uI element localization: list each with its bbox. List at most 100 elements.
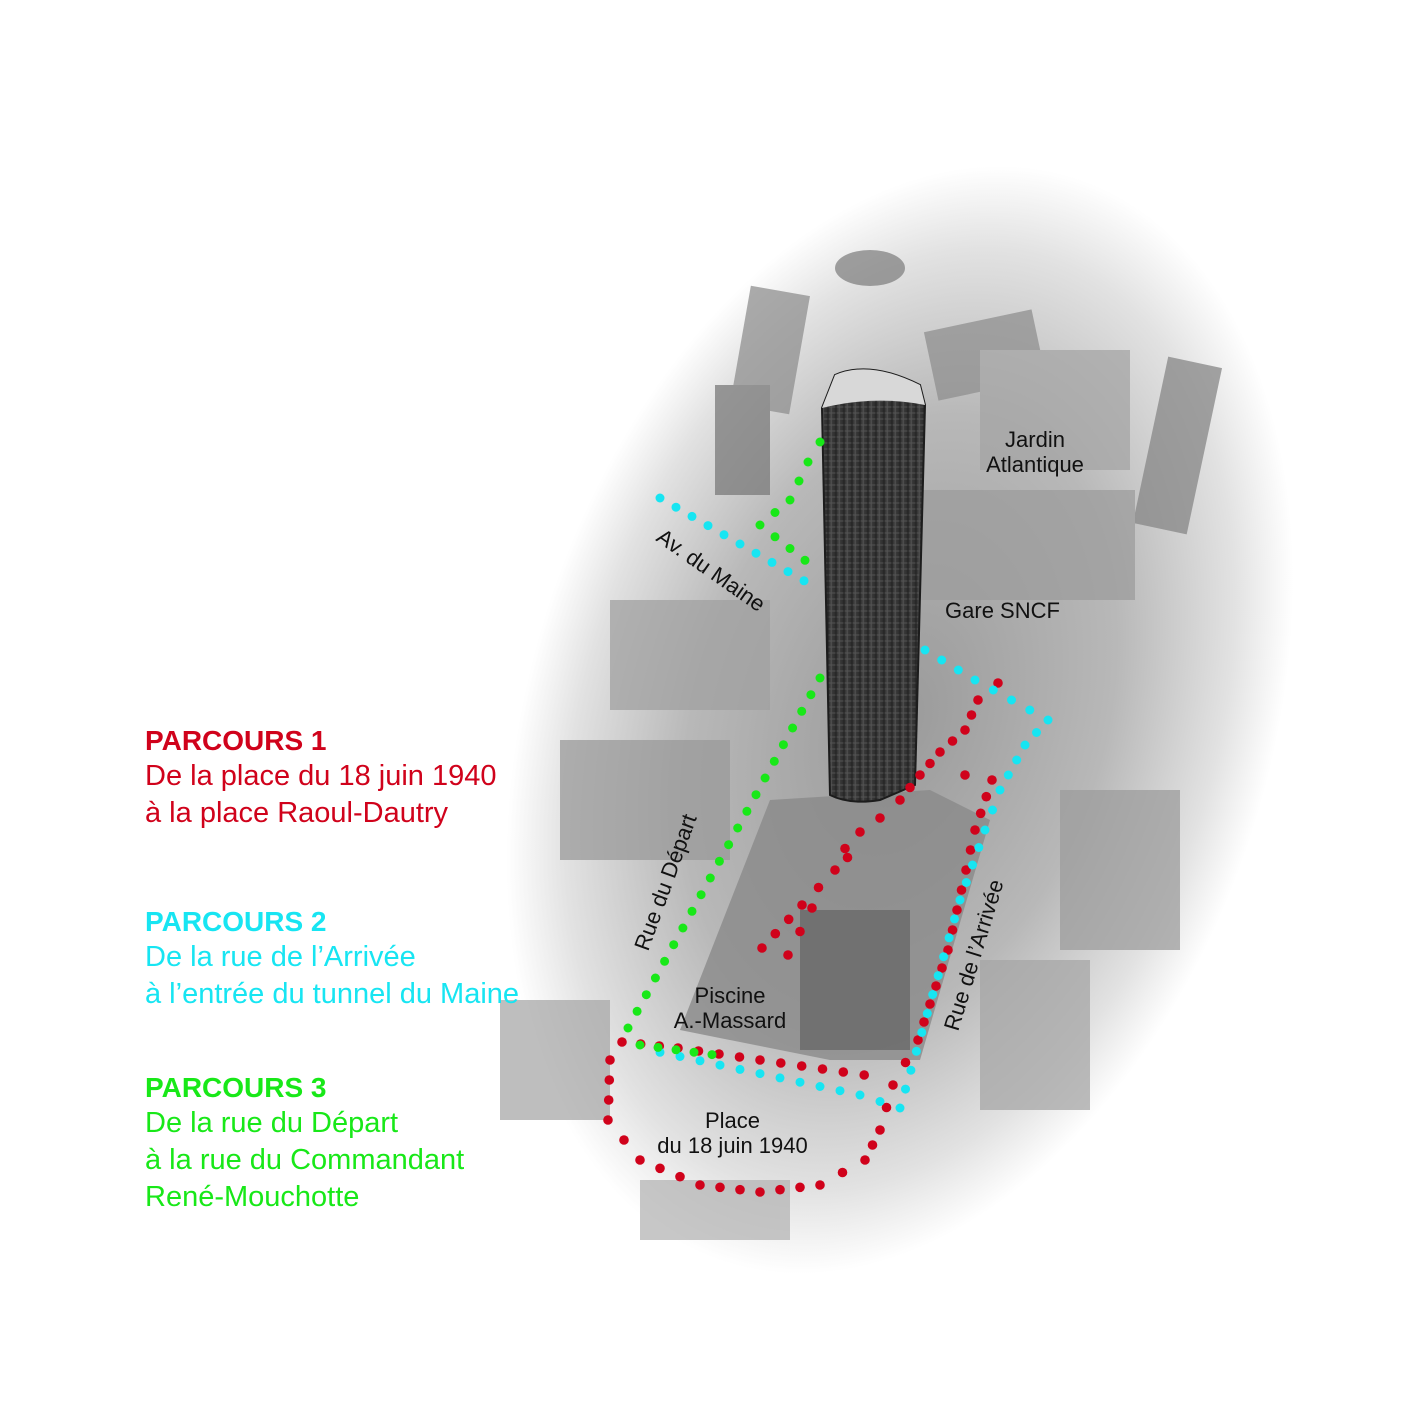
legend-1-title: PARCOURS 1: [145, 725, 327, 756]
route-dot: [952, 905, 962, 915]
route-dot: [901, 1084, 910, 1094]
route-dot: [675, 1171, 685, 1182]
route-dot: [806, 690, 816, 700]
route-dot: [742, 806, 752, 816]
route-dot: [1043, 715, 1053, 725]
route-dot: [783, 914, 794, 925]
route-dot: [838, 1067, 849, 1077]
route-dot: [796, 1061, 807, 1071]
route-dot: [965, 845, 976, 855]
route-dot: [735, 1184, 745, 1195]
route-dot: [966, 710, 977, 720]
route-dot: [671, 502, 681, 512]
route-dot: [1012, 755, 1022, 765]
route-dot: [617, 1037, 627, 1047]
route-dot: [703, 521, 713, 531]
route-dot: [905, 782, 915, 793]
route-dot: [875, 1125, 885, 1135]
route-dot: [641, 990, 651, 1000]
route-dot: [1007, 695, 1016, 705]
route-dot: [950, 914, 959, 924]
route-dot: [928, 990, 938, 999]
route-dot: [970, 825, 980, 835]
legend-2-title: PARCOURS 2: [145, 906, 327, 937]
place-label-line-1: Place: [704, 1108, 761, 1133]
route-dot: [733, 823, 743, 833]
route-dot: [840, 843, 850, 854]
legend-3-line-1: De la rue du Départ: [145, 1107, 399, 1139]
route-dot: [655, 1163, 665, 1174]
route-dot: [785, 495, 795, 505]
route-dot: [895, 795, 905, 805]
route-dot: [803, 457, 813, 467]
legend-parcours-2: PARCOURS 2 De la rue de l’Arrivée à l’en…: [145, 905, 519, 1013]
route-dot: [937, 963, 947, 973]
route-dot: [735, 1064, 745, 1074]
route-dot: [767, 557, 777, 567]
route-dot: [776, 1058, 786, 1068]
route-dot: [842, 852, 853, 863]
route-dot: [635, 1040, 645, 1050]
route-dot: [970, 675, 980, 685]
route-1-dots: [603, 678, 1003, 1197]
route-dot: [653, 1042, 663, 1052]
route-dot: [660, 956, 670, 966]
jardin-atlantique-label: Jardin Atlantique: [960, 427, 1110, 477]
route-dot: [719, 530, 729, 540]
route-dot: [815, 673, 825, 683]
legend-2-line-2: à l’entrée du tunnel du Maine: [145, 978, 520, 1010]
route-dot: [922, 1009, 932, 1018]
route-dot: [715, 1182, 725, 1193]
route-dot: [988, 805, 997, 815]
route-dot: [770, 532, 780, 542]
route-dot: [920, 645, 930, 655]
route-dot: [919, 1017, 929, 1027]
route-dot: [714, 856, 724, 866]
legend-3-line-2: à la rue du Commandant: [145, 1144, 465, 1176]
route-dot: [981, 791, 992, 802]
route-dot: [605, 1055, 615, 1065]
route-dot: [917, 1027, 927, 1037]
route-dot: [755, 1069, 765, 1079]
legend-1-line-1: De la place du 18 juin 1940: [145, 760, 497, 792]
route-dot: [783, 950, 793, 960]
route-dot: [925, 999, 935, 1009]
route-dot: [623, 1023, 633, 1033]
route-dot: [807, 903, 817, 913]
route-dot: [707, 1050, 717, 1060]
route-dot: [632, 1006, 642, 1016]
route-dot: [669, 940, 679, 950]
route-dot: [770, 508, 780, 517]
route-dot: [895, 1103, 905, 1113]
route-dot: [993, 678, 1003, 688]
route-dot: [915, 770, 925, 780]
place-label-line-2: du 18 juin 1940: [657, 1133, 808, 1158]
route-2-dots: [655, 493, 1053, 1113]
route-dot: [797, 900, 807, 910]
route-dot: [933, 971, 943, 981]
route-dot: [815, 437, 825, 447]
route-dot: [799, 576, 809, 586]
route-dot: [769, 756, 779, 766]
route-dot: [911, 1046, 921, 1056]
route-dot: [671, 1045, 681, 1055]
route-dot: [785, 544, 795, 553]
route-dot: [956, 885, 967, 895]
route-dot: [968, 860, 977, 870]
gare-sncf-label: Gare SNCF: [930, 598, 1075, 623]
route-dot: [751, 548, 761, 558]
route-dot: [788, 723, 798, 733]
route-dot: [975, 808, 986, 819]
gare-label-text: Gare SNCF: [945, 598, 1060, 623]
route-dot: [961, 878, 971, 887]
route-dot: [795, 926, 805, 937]
route-dot: [960, 725, 970, 735]
route-dot: [675, 1052, 685, 1061]
route-dot: [931, 981, 941, 991]
route-dot: [635, 1155, 645, 1165]
route-dot: [947, 736, 958, 746]
route-dot: [705, 873, 715, 883]
jardin-label-line-2: Atlantique: [986, 452, 1084, 477]
legend-2-line-1: De la rue de l’Arrivée: [145, 941, 416, 973]
